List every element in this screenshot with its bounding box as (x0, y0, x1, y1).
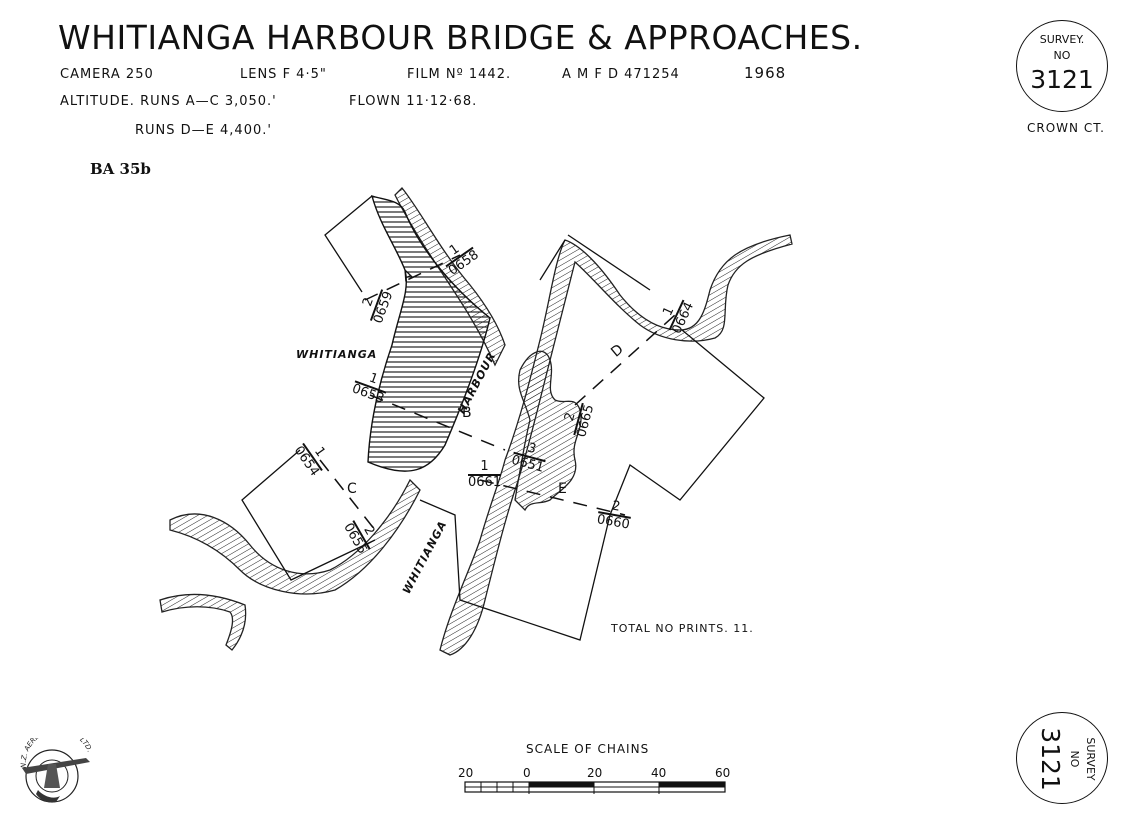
run-label-b: B (462, 405, 472, 421)
reference-number: BA 35b (90, 160, 151, 178)
survey-seal-top: SURVEY. NO 3121 (1016, 20, 1108, 112)
altitude-info: ALTITUDE. RUNS A—C 3,050.' (60, 94, 277, 109)
scale-tick: 60 (715, 766, 731, 780)
scale-title: SCALE OF CHAINS (526, 742, 650, 756)
tidal-flat (367, 194, 491, 472)
runs-de-altitude: RUNS D—E 4,400.' (135, 123, 272, 138)
scale-tick: 20 (587, 766, 603, 780)
aerial-mapping-logo: N.Z. AERIAL MAPPING LTD. (20, 738, 94, 803)
crown-ct: CROWN CT. (1027, 121, 1105, 135)
survey-number: 3121 (1030, 65, 1094, 94)
survey-no-label: NO (1053, 49, 1071, 62)
scale-tick: 40 (651, 766, 667, 780)
amfd-info: A M F D 471254 (562, 67, 680, 82)
survey-label: SURVEY. (1039, 33, 1085, 46)
survey-seal-bottom: SURVEY NO 3121 (1016, 712, 1108, 804)
lens-info: LENS F 4·5" (240, 67, 327, 82)
year: 1968 (744, 64, 787, 82)
run-label-e: E (558, 481, 567, 497)
place-label-whitianga: WHITIANGA (296, 348, 378, 361)
map-title: WHITIANGA HARBOUR BRIDGE & APPROACHES. (58, 18, 863, 57)
scale-tick: 0 (523, 766, 531, 780)
run-label-c: C (347, 481, 357, 497)
coverage-outlines (241, 195, 765, 641)
total-prints: TOTAL NO PRINTS. 11. (611, 622, 754, 635)
scale-tick: 20 (458, 766, 474, 780)
flown-date: FLOWN 11·12·68. (349, 94, 478, 109)
camera-info: CAMERA 250 (60, 67, 154, 82)
scale-bar (464, 781, 726, 794)
film-info: FILM Nº 1442. (407, 67, 512, 82)
flight-lines (319, 254, 676, 531)
